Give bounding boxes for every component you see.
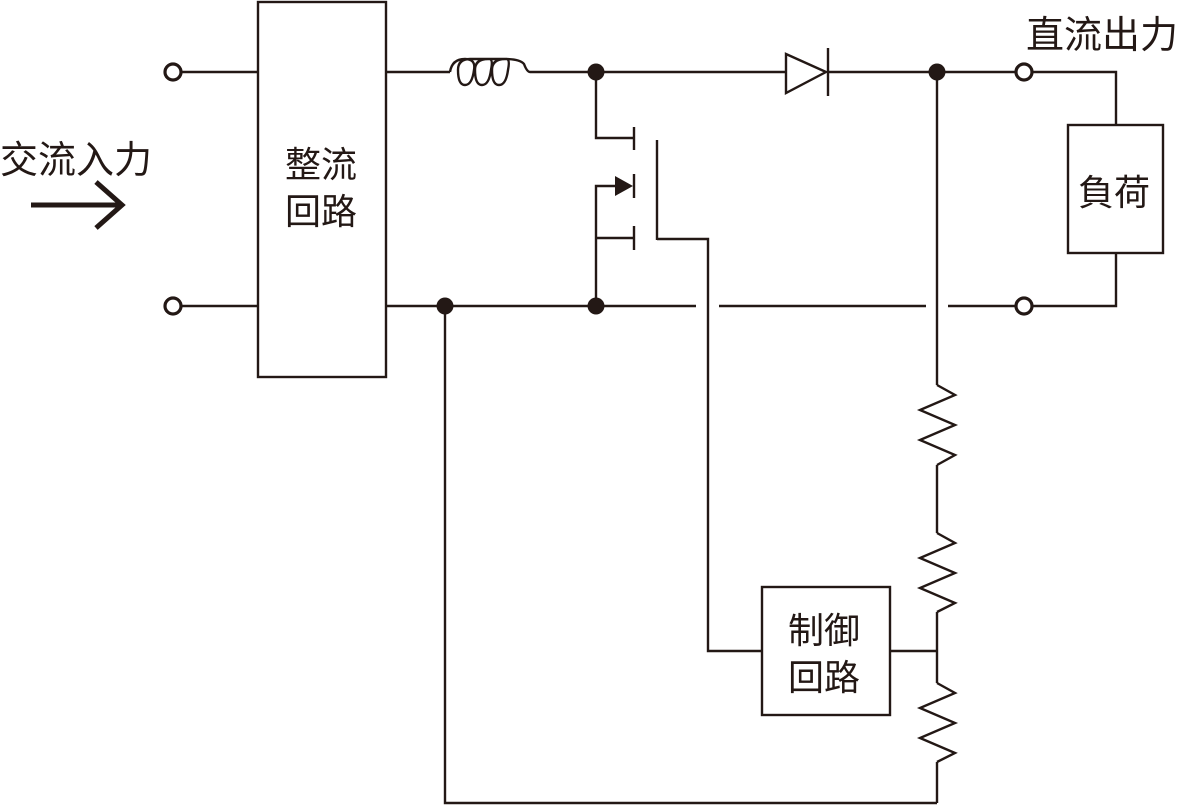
load-label: 負荷: [1078, 173, 1150, 214]
junction-dot: [928, 63, 946, 81]
ground-return-wire: [443, 306, 937, 805]
control-label-2: 回路: [788, 658, 860, 699]
junction-dot: [587, 297, 605, 315]
resistor-3-icon: [916, 681, 959, 764]
rectifier-label-2: 回路: [285, 192, 357, 233]
input-arrow-icon: [31, 180, 126, 230]
ac-input-terminal-bottom: [163, 296, 183, 316]
resistor-2-icon: [916, 531, 959, 614]
ac-input-label: 交流入力: [0, 138, 152, 182]
diode-icon: [784, 48, 830, 96]
gate-drive-wire: [657, 237, 762, 653]
mosfet-icon: [594, 72, 659, 306]
dc-output-terminal-bottom: [1014, 296, 1034, 316]
dc-output-label: 直流出力: [1026, 13, 1178, 57]
junction-dot: [436, 297, 454, 315]
dc-output-terminal-top: [1014, 62, 1034, 82]
ac-input-terminal-top: [163, 62, 183, 82]
inductor-icon: [448, 57, 531, 87]
junction-dot: [587, 63, 605, 81]
control-label-1: 制御: [788, 611, 860, 652]
load-wire-bottom: [1032, 253, 1118, 308]
load-wire-top: [1032, 70, 1118, 125]
rectifier-block: [256, 0, 388, 379]
resistor-1-icon: [916, 383, 959, 467]
rectifier-label-1: 整流: [285, 145, 357, 186]
load-block: [1066, 123, 1165, 255]
